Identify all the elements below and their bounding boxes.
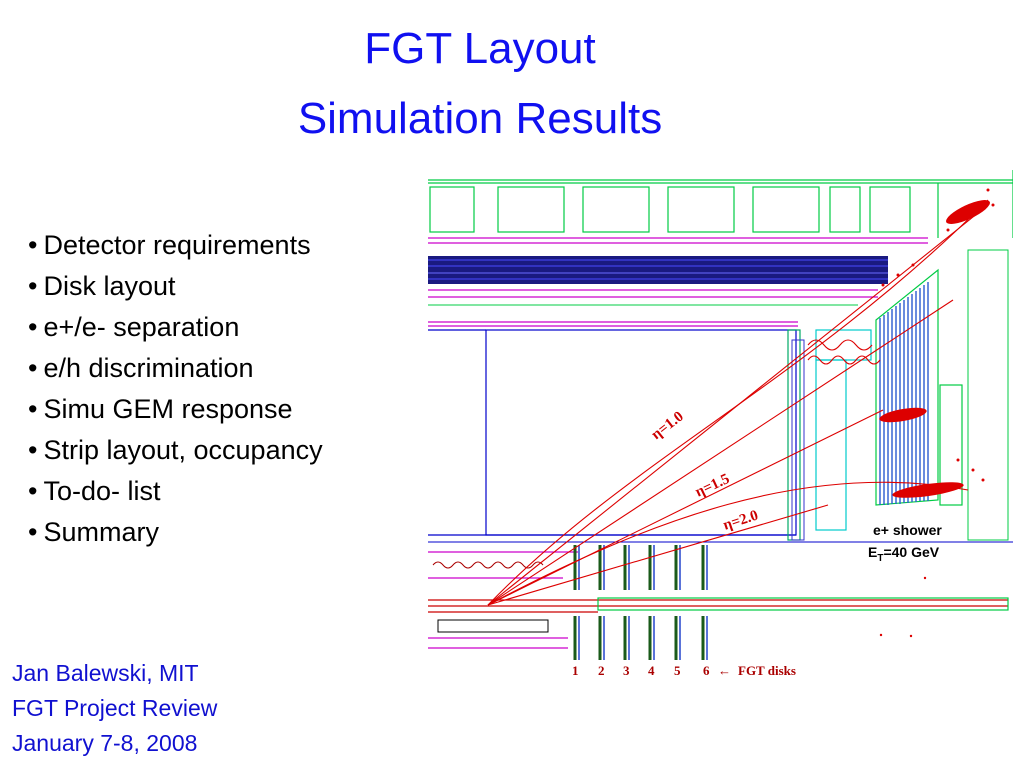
- disk-number-1: 1: [572, 663, 579, 678]
- bullet-glyph: •: [28, 394, 38, 424]
- shower-energy-label: ET=40 GeV: [868, 544, 940, 564]
- shower-et-subscript: T: [877, 553, 883, 564]
- topic-item: •e+/e- separation: [28, 307, 323, 348]
- eta-label-1: η=1.0: [649, 408, 687, 443]
- topic-label: Strip layout, occupancy: [43, 435, 323, 465]
- disk-number-3: 3: [623, 663, 630, 678]
- topic-label: Simu GEM response: [43, 394, 293, 424]
- bullet-glyph: •: [28, 435, 38, 465]
- bullet-glyph: •: [28, 312, 38, 342]
- bullet-glyph: •: [28, 230, 38, 260]
- author-footer: Jan Balewski, MIT FGT Project Review Jan…: [12, 656, 217, 761]
- topic-label: Disk layout: [43, 271, 176, 301]
- author-name: Jan Balewski, MIT: [12, 660, 199, 686]
- shower-label: e+ shower: [873, 522, 942, 538]
- topic-label: e+/e- separation: [43, 312, 240, 342]
- bullet-glyph: •: [28, 517, 38, 547]
- topic-label: Detector requirements: [43, 230, 311, 260]
- event-date: January 7-8, 2008: [12, 730, 198, 756]
- fgt-disks: [573, 545, 708, 660]
- bullet-glyph: •: [28, 271, 38, 301]
- topic-list: •Detector requirements •Disk layout •e+/…: [28, 225, 323, 553]
- shower-et-symbol: E: [868, 544, 877, 560]
- disk-number-2: 2: [598, 663, 605, 678]
- endcap-calorimeter: [815, 249, 1009, 541]
- disk-number-6: 6: [703, 663, 710, 678]
- eta-lines: [487, 199, 989, 606]
- bullet-glyph: •: [28, 353, 38, 383]
- topic-item: •Strip layout, occupancy: [28, 430, 323, 471]
- barrel-outline: [428, 170, 1013, 244]
- slide-title-line-1: FGT Layout: [364, 24, 596, 73]
- topic-item: •Simu GEM response: [28, 389, 323, 430]
- event-name: FGT Project Review: [12, 695, 218, 721]
- beam-region: [428, 541, 1013, 649]
- topic-label: To-do- list: [43, 476, 161, 506]
- slide-title-line-2: Simulation Results: [297, 94, 663, 143]
- arrow-left-icon: ←: [718, 663, 731, 678]
- disk-number-4: 4: [648, 663, 655, 678]
- topic-item: •To-do- list: [28, 471, 323, 512]
- topic-item: •Detector requirements: [28, 225, 323, 266]
- eta-label-2: η=1.5: [693, 471, 732, 501]
- topic-item: •Disk layout: [28, 266, 323, 307]
- disk-number-5: 5: [674, 663, 681, 678]
- topic-item: •Summary: [28, 512, 323, 553]
- detector-simulation-figure: η=1.0 η=1.5 η=2.0 e+ shower ET=40 GeV 1 …: [428, 170, 1013, 678]
- topic-label: Summary: [43, 517, 159, 547]
- shower-et-value: =40 GeV: [883, 544, 939, 560]
- eta-label-3: η=2.0: [721, 508, 760, 534]
- topic-item: •e/h discrimination: [28, 348, 323, 389]
- topic-label: e/h discrimination: [43, 353, 254, 383]
- bullet-glyph: •: [28, 476, 38, 506]
- shower-hits: [879, 188, 995, 638]
- tpc-outline: [428, 329, 805, 541]
- coil-bands: [428, 256, 888, 327]
- disk-caption: FGT disks: [738, 663, 796, 678]
